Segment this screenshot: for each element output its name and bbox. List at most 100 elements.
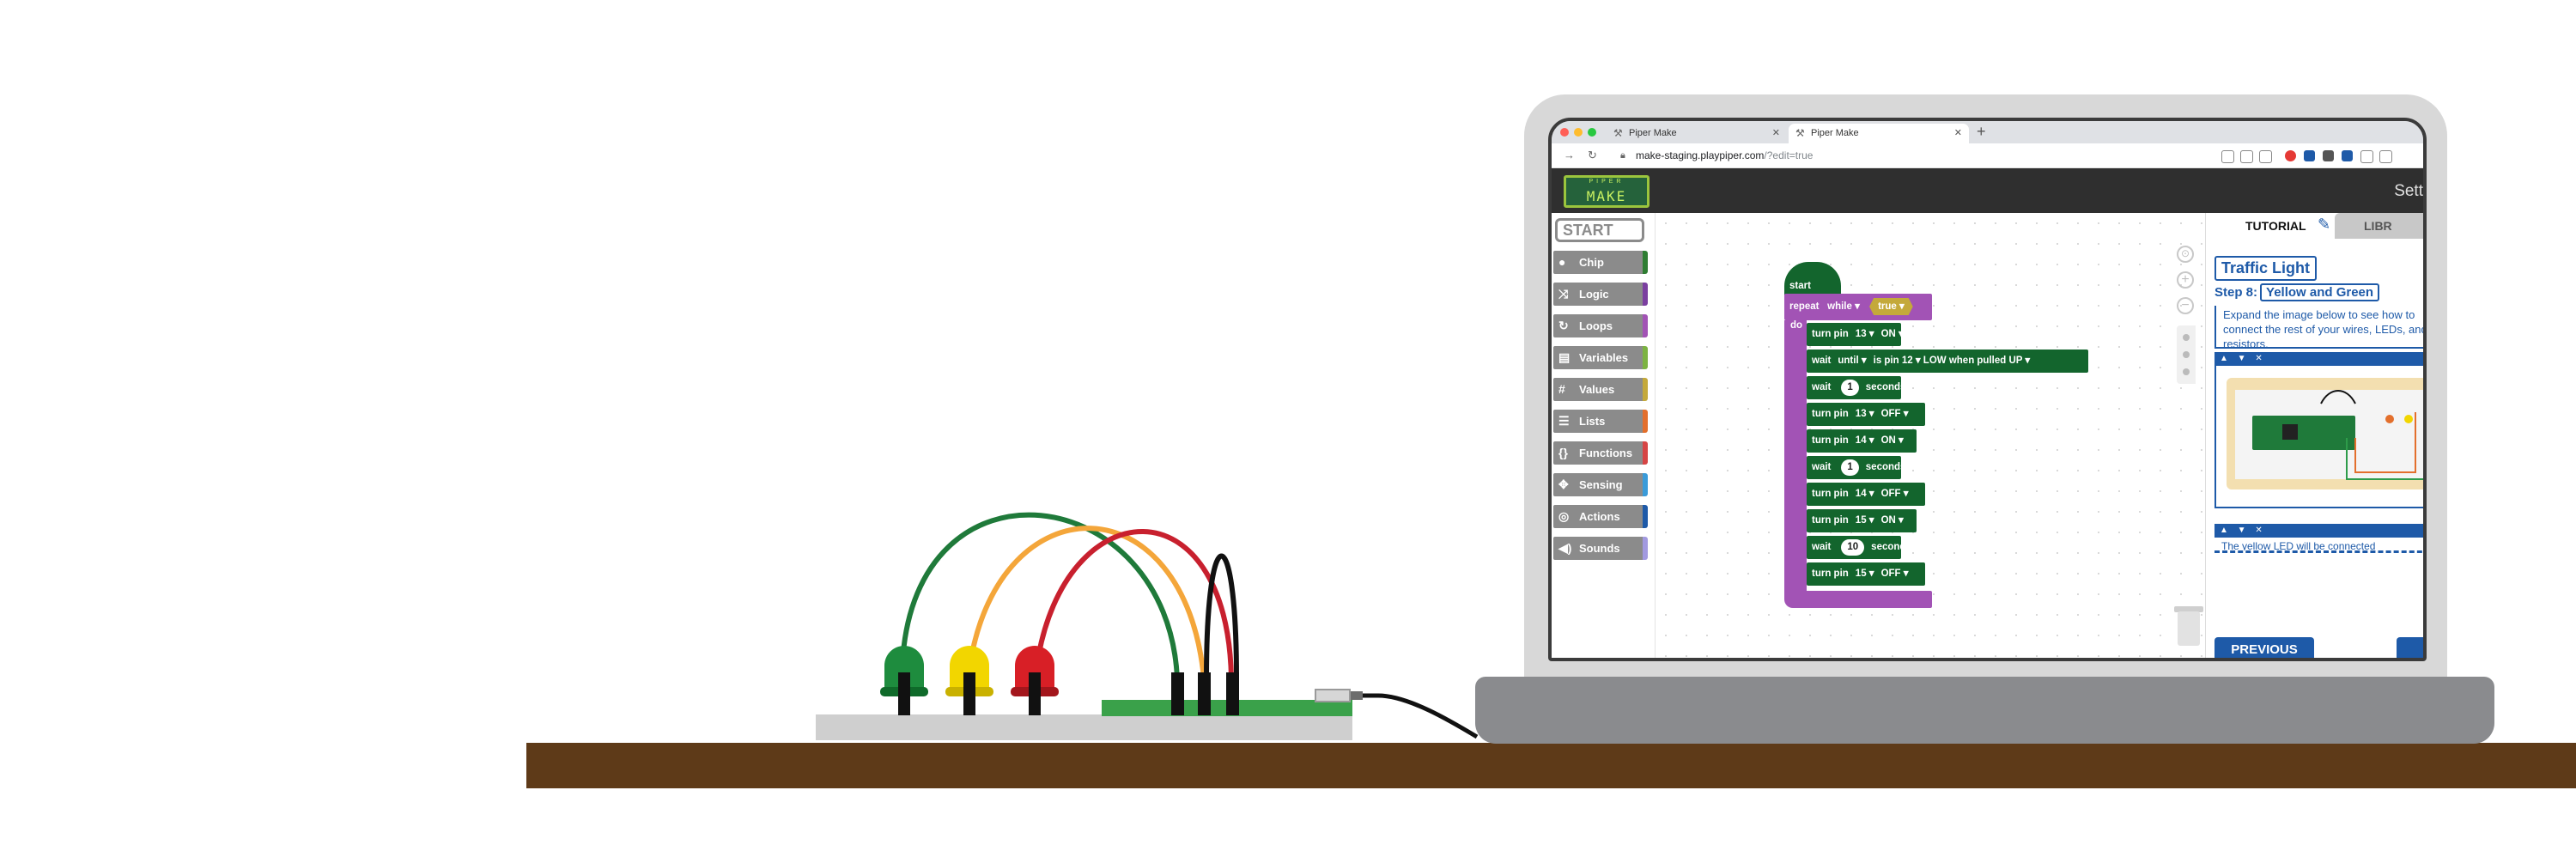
trash-icon[interactable] xyxy=(2178,611,2200,646)
block-field[interactable]: ON ▾ xyxy=(1880,329,1904,339)
category-variables[interactable]: ▤Variables xyxy=(1553,346,1648,369)
puzzle-icon[interactable] xyxy=(2323,150,2334,161)
block-field[interactable]: is pin 12 ▾ LOW when pulled UP ▾ xyxy=(1873,356,2031,366)
window-zoom-button[interactable] xyxy=(1588,128,1596,137)
window-close-button[interactable] xyxy=(1560,128,1569,137)
block-workspace[interactable]: start repeat while ▾ true ▾ do ⊙ + − tur… xyxy=(1656,213,2205,658)
block-dropdown[interactable]: 14 ▾ xyxy=(1855,435,1874,446)
handle-dot xyxy=(2183,351,2190,358)
window-minimize-button[interactable] xyxy=(1574,128,1583,137)
category-label: Values xyxy=(1579,383,1615,396)
category-functions[interactable]: {}Functions xyxy=(1553,441,1648,465)
repeat-while-block[interactable]: repeat while ▾ true ▾ xyxy=(1784,294,1932,320)
block-dropdown[interactable]: 15 ▾ xyxy=(1855,515,1874,526)
block-dropdown[interactable]: 14 ▾ xyxy=(1855,489,1874,499)
category-lists[interactable]: ☰Lists xyxy=(1553,410,1648,433)
zoom-in-icon[interactable]: + xyxy=(2177,271,2194,289)
block-dropdown[interactable]: 15 ▾ xyxy=(1855,568,1874,579)
close-icon[interactable]: ✕ xyxy=(1953,128,1962,138)
diagram-chip xyxy=(2282,424,2298,440)
tab-library[interactable]: LIBR xyxy=(2335,213,2423,239)
settings-link[interactable]: Sett xyxy=(2394,182,2423,200)
new-tab-button[interactable]: + xyxy=(1977,123,1986,140)
reload-icon[interactable]: ↻ xyxy=(1588,149,1597,161)
card-controls[interactable]: ▲ ▼ ✕ xyxy=(2215,352,2423,366)
category-chip[interactable]: ●Chip xyxy=(1553,251,1648,274)
block-field[interactable]: OFF ▾ xyxy=(1880,489,1909,499)
zoom-out-icon[interactable]: − xyxy=(2177,297,2194,314)
block-dropdown[interactable]: 13 ▾ xyxy=(1855,329,1874,339)
usb-connector xyxy=(1351,691,1363,700)
menu-icon[interactable] xyxy=(2360,150,2373,163)
block-label: turn pin xyxy=(1812,435,1849,446)
block-field[interactable]: OFF ▾ xyxy=(1880,409,1909,419)
category-label: Lists xyxy=(1579,415,1606,428)
usb-cable xyxy=(1363,693,1479,739)
close-icon[interactable]: ✕ xyxy=(1771,128,1780,138)
category-label: Chip xyxy=(1579,256,1604,269)
recenter-icon[interactable]: ⊙ xyxy=(2177,246,2194,263)
category-icon: # xyxy=(1558,382,1565,396)
number-input[interactable]: 10 xyxy=(1841,539,1865,556)
share-icon[interactable] xyxy=(2240,150,2253,163)
category-sensing[interactable]: ✥Sensing xyxy=(1553,473,1648,496)
tutorial-step: Step 8:Yellow and Green xyxy=(2215,283,2380,301)
category-icon: ↻ xyxy=(1558,319,1569,332)
block-field[interactable]: seconds xyxy=(1865,462,1906,472)
start-block[interactable]: start xyxy=(1784,262,1841,300)
card-controls[interactable]: ▲ ▼ ✕ xyxy=(2215,524,2423,538)
number-input[interactable]: 1 xyxy=(1841,380,1859,396)
pencil-icon[interactable]: ✎ xyxy=(2318,216,2331,233)
extension-icon[interactable] xyxy=(2285,150,2296,161)
code-block[interactable]: turn pin 14 ▾ ON ▾ xyxy=(1807,429,1917,453)
piper-make-logo[interactable]: PIPER MAKE xyxy=(1564,175,1649,208)
block-field[interactable]: ON ▾ xyxy=(1880,515,1904,526)
wrench-icon: ⚒ xyxy=(1613,127,1623,139)
sidebar-icon[interactable] xyxy=(2379,150,2392,163)
download-icon[interactable] xyxy=(2221,150,2234,163)
block-field[interactable]: OFF ▾ xyxy=(1880,568,1909,579)
url-field[interactable]: make-staging.playpiper.com/?edit=true xyxy=(1636,149,1813,161)
start-button[interactable]: START xyxy=(1555,218,1644,242)
previous-button[interactable]: PREVIOUS xyxy=(2215,637,2314,658)
wrench-icon: ⚒ xyxy=(1795,127,1805,139)
category-sounds[interactable]: ◀)Sounds xyxy=(1553,537,1648,560)
category-logic[interactable]: ⤨Logic xyxy=(1553,283,1648,306)
next-button[interactable] xyxy=(2397,637,2423,658)
star-icon[interactable] xyxy=(2259,150,2272,163)
category-label: Sounds xyxy=(1579,542,1620,555)
block-dropdown[interactable]: 13 ▾ xyxy=(1855,409,1874,419)
wiring-diagram-image xyxy=(2227,378,2423,489)
arrow-right-icon[interactable]: → xyxy=(1564,149,1575,161)
block-field[interactable]: seconds xyxy=(1871,542,1911,552)
true-condition-dropdown[interactable]: true ▾ xyxy=(1869,298,1913,315)
code-block[interactable]: turn pin 14 ▾ OFF ▾ xyxy=(1807,483,1925,506)
number-input[interactable]: 1 xyxy=(1841,459,1859,476)
block-label: turn pin xyxy=(1812,489,1849,499)
panel-resize-handle[interactable] xyxy=(2177,325,2196,384)
browser-tab-1[interactable]: ⚒ Piper Make ✕ xyxy=(1607,124,1787,143)
block-label: turn pin xyxy=(1812,568,1849,579)
repeat-mode-dropdown[interactable]: while ▾ xyxy=(1827,301,1860,312)
tab-tutorial[interactable]: TUTORIAL xyxy=(2206,213,2333,239)
code-block[interactable]: turn pin 15 ▾ OFF ▾ xyxy=(1807,562,1925,586)
browser-tab-2[interactable]: ⚒ Piper Make ✕ xyxy=(1789,124,1969,143)
category-loops[interactable]: ↻Loops xyxy=(1553,314,1648,337)
category-actions[interactable]: ◎Actions xyxy=(1553,505,1648,528)
extension-icon[interactable] xyxy=(2342,150,2353,161)
wire-green xyxy=(900,512,1180,679)
block-field[interactable]: seconds xyxy=(1865,382,1906,392)
start-block-label: start xyxy=(1789,281,1811,291)
block-dropdown[interactable]: until ▾ xyxy=(1838,356,1867,366)
block-field[interactable]: ON ▾ xyxy=(1880,435,1904,446)
wiring-image-card[interactable] xyxy=(2215,366,2423,508)
category-values[interactable]: # Values xyxy=(1553,378,1648,401)
extension-icon[interactable] xyxy=(2304,150,2315,161)
